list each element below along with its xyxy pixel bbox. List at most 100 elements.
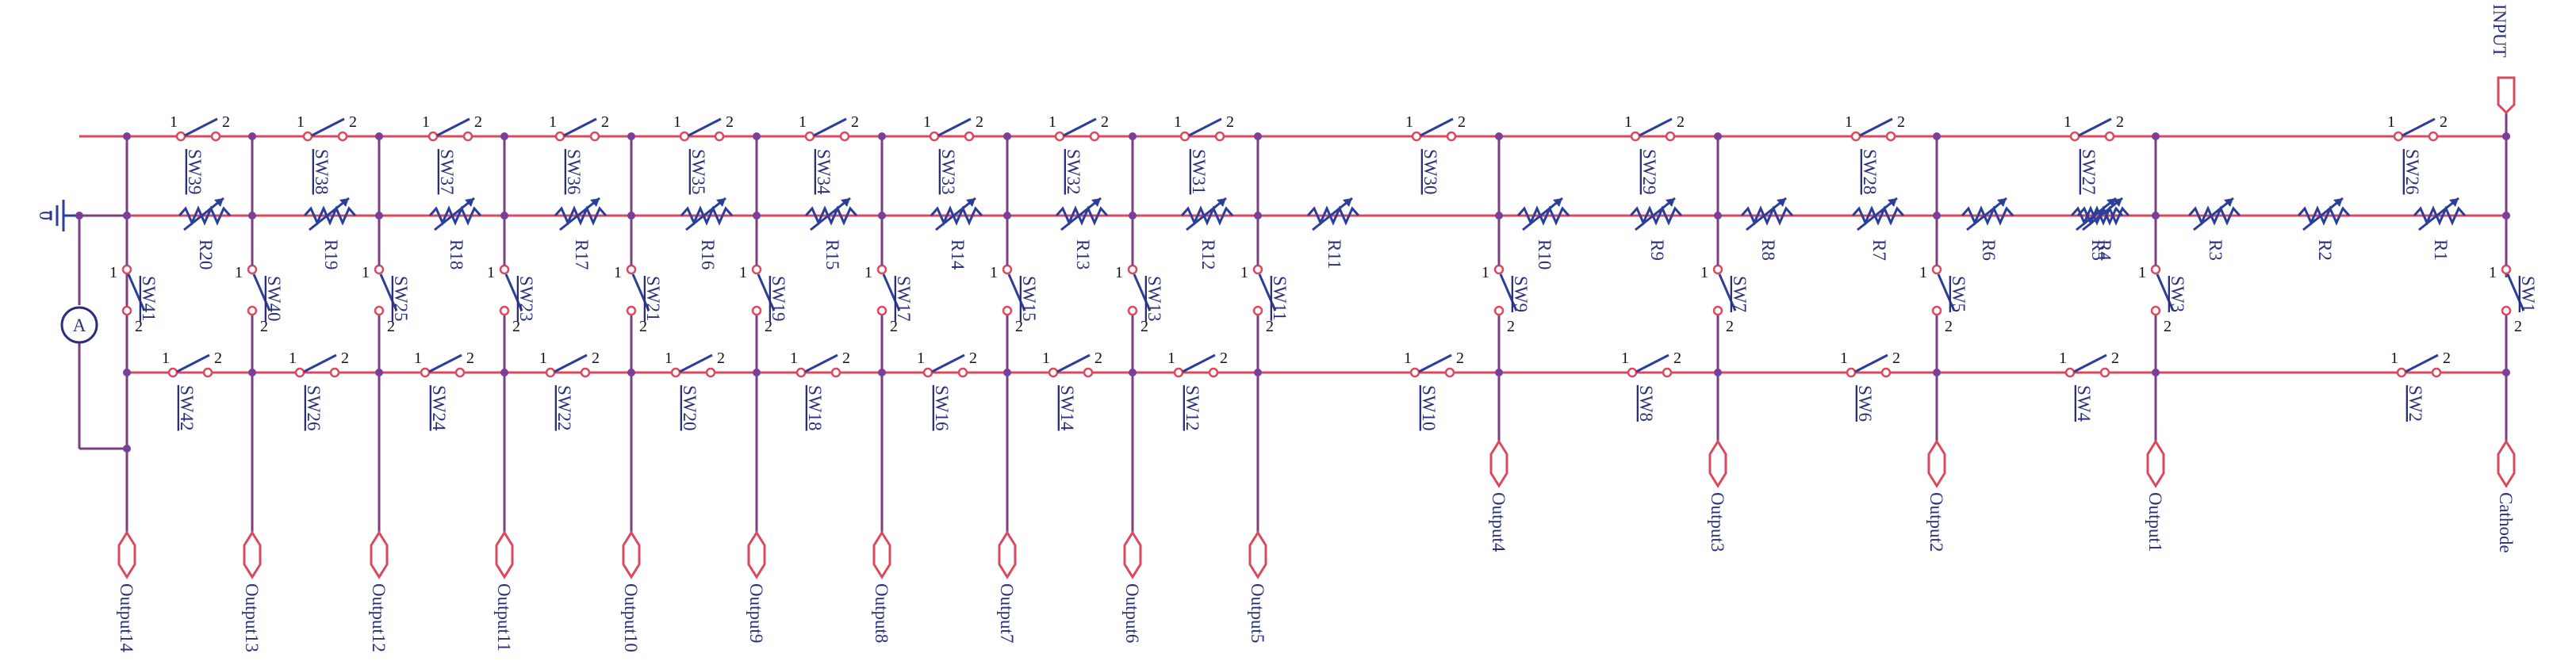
switch-contact [2064, 367, 2076, 378]
switch-contact [1662, 367, 1673, 378]
switch-contact [121, 264, 132, 275]
switch-contact [1931, 305, 1942, 316]
variable-resistor [1516, 197, 1570, 231]
switch-blade [1258, 273, 1277, 311]
bottom-switch [2396, 354, 2442, 378]
bottom-switch-label: SW6 [1855, 385, 1875, 422]
vertical-switch [1127, 216, 1152, 316]
resistor-arrow [685, 197, 726, 231]
pin-number: 1 [297, 113, 305, 131]
variable-resistor [1055, 197, 1109, 231]
resistor-arrowhead [966, 198, 976, 207]
top-switch-label: SW31 [1189, 149, 1209, 195]
resistor-body [428, 205, 482, 226]
resistor-body [1961, 205, 2014, 226]
variable-resistor [1180, 197, 1234, 231]
vertical-switch-label: SW41 [139, 276, 159, 322]
vertical-switch-label: SW23 [516, 276, 536, 322]
switch-blade [1007, 273, 1026, 311]
pin-number: 2 [260, 318, 268, 335]
junction-node [248, 132, 256, 140]
switch-contact [337, 131, 348, 142]
resistor-arrowhead [1777, 198, 1786, 207]
resistor-body [303, 205, 357, 226]
pin-number: 2 [2440, 113, 2448, 131]
bottom-switch-label: SW10 [1419, 385, 1439, 431]
junction-node [753, 132, 761, 140]
switch-blade [2405, 354, 2439, 373]
bottom-switch-label: SW12 [1183, 385, 1202, 431]
switch-contact [2501, 264, 2512, 275]
pin-number: 1 [1240, 264, 1248, 281]
switch-blade [1859, 117, 1893, 137]
bottom-switch [795, 354, 841, 378]
junction-node [878, 212, 886, 220]
top-switch [175, 117, 221, 142]
resistor-arrowhead [841, 198, 850, 207]
pin-number: 2 [1094, 350, 1102, 367]
vertical-switch [626, 216, 650, 316]
pin-number: 1 [1840, 350, 1848, 367]
switch-contact [2396, 367, 2407, 378]
resistor-arrowhead [1091, 198, 1101, 207]
resistor-body [178, 205, 232, 226]
pin-number: 1 [864, 264, 872, 281]
resistor-label: R12 [1198, 239, 1218, 269]
pin-number: 2 [2514, 318, 2522, 335]
bottom-switch-label: SW14 [1057, 385, 1077, 431]
pin-number: 2 [341, 350, 349, 367]
switch-contact [2150, 305, 2161, 316]
switch-contact [427, 131, 439, 142]
pin-number: 2 [890, 318, 898, 335]
pin-number: 1 [162, 350, 170, 367]
pin-number: 1 [170, 113, 178, 131]
junction-node [1003, 369, 1011, 376]
pin-number: 1 [362, 264, 370, 281]
pin-number: 2 [1892, 350, 1900, 367]
top-switch [804, 117, 850, 142]
switch-contact [329, 367, 340, 378]
output-terminal [117, 530, 136, 579]
input-label: INPUT [2490, 4, 2509, 58]
junction-node [753, 369, 761, 376]
pin-number: 1 [1174, 113, 1182, 131]
resistor-arrowhead [1997, 198, 2007, 207]
variable-resistor [1306, 197, 1360, 231]
output-label: Output7 [997, 583, 1017, 643]
junction-node [2152, 369, 2160, 376]
bottom-switch-label: SW16 [932, 385, 952, 431]
switch-blade [2506, 273, 2525, 311]
pin-number: 1 [799, 113, 807, 131]
pin-number: 1 [2489, 264, 2497, 281]
junction-node [1129, 212, 1137, 220]
switch-contact [1089, 131, 1100, 142]
resistor-arrow [434, 197, 475, 231]
junction-node [1129, 132, 1137, 140]
vertical-switch [121, 216, 146, 316]
resistor-label: R11 [1324, 239, 1344, 269]
top-switch [302, 117, 348, 142]
pin-number: 2 [2111, 350, 2119, 367]
pin-number: 1 [614, 264, 622, 281]
resistor-arrowhead [2113, 198, 2122, 207]
junction-node [2152, 212, 2160, 220]
switch-contact [1712, 305, 1723, 316]
vertical-switch [876, 216, 901, 316]
output-label: Output9 [746, 583, 766, 643]
pin-number: 1 [1405, 113, 1413, 131]
switch-blade [1499, 273, 1518, 311]
pin-number: 1 [487, 264, 495, 281]
resistor-body [930, 205, 983, 226]
resistor-arrowhead [2333, 198, 2343, 207]
switch-blade [504, 273, 523, 311]
switch-contact [1627, 367, 1638, 378]
resistor-label: R4 [2095, 239, 2114, 261]
output-terminal [747, 530, 766, 579]
pin-number: 1 [1115, 264, 1123, 281]
vertical-switch [2501, 216, 2525, 316]
top-switch [1179, 117, 1225, 142]
vertical-switch [374, 216, 398, 316]
junction-node [627, 132, 635, 140]
bottom-switch [670, 354, 716, 378]
